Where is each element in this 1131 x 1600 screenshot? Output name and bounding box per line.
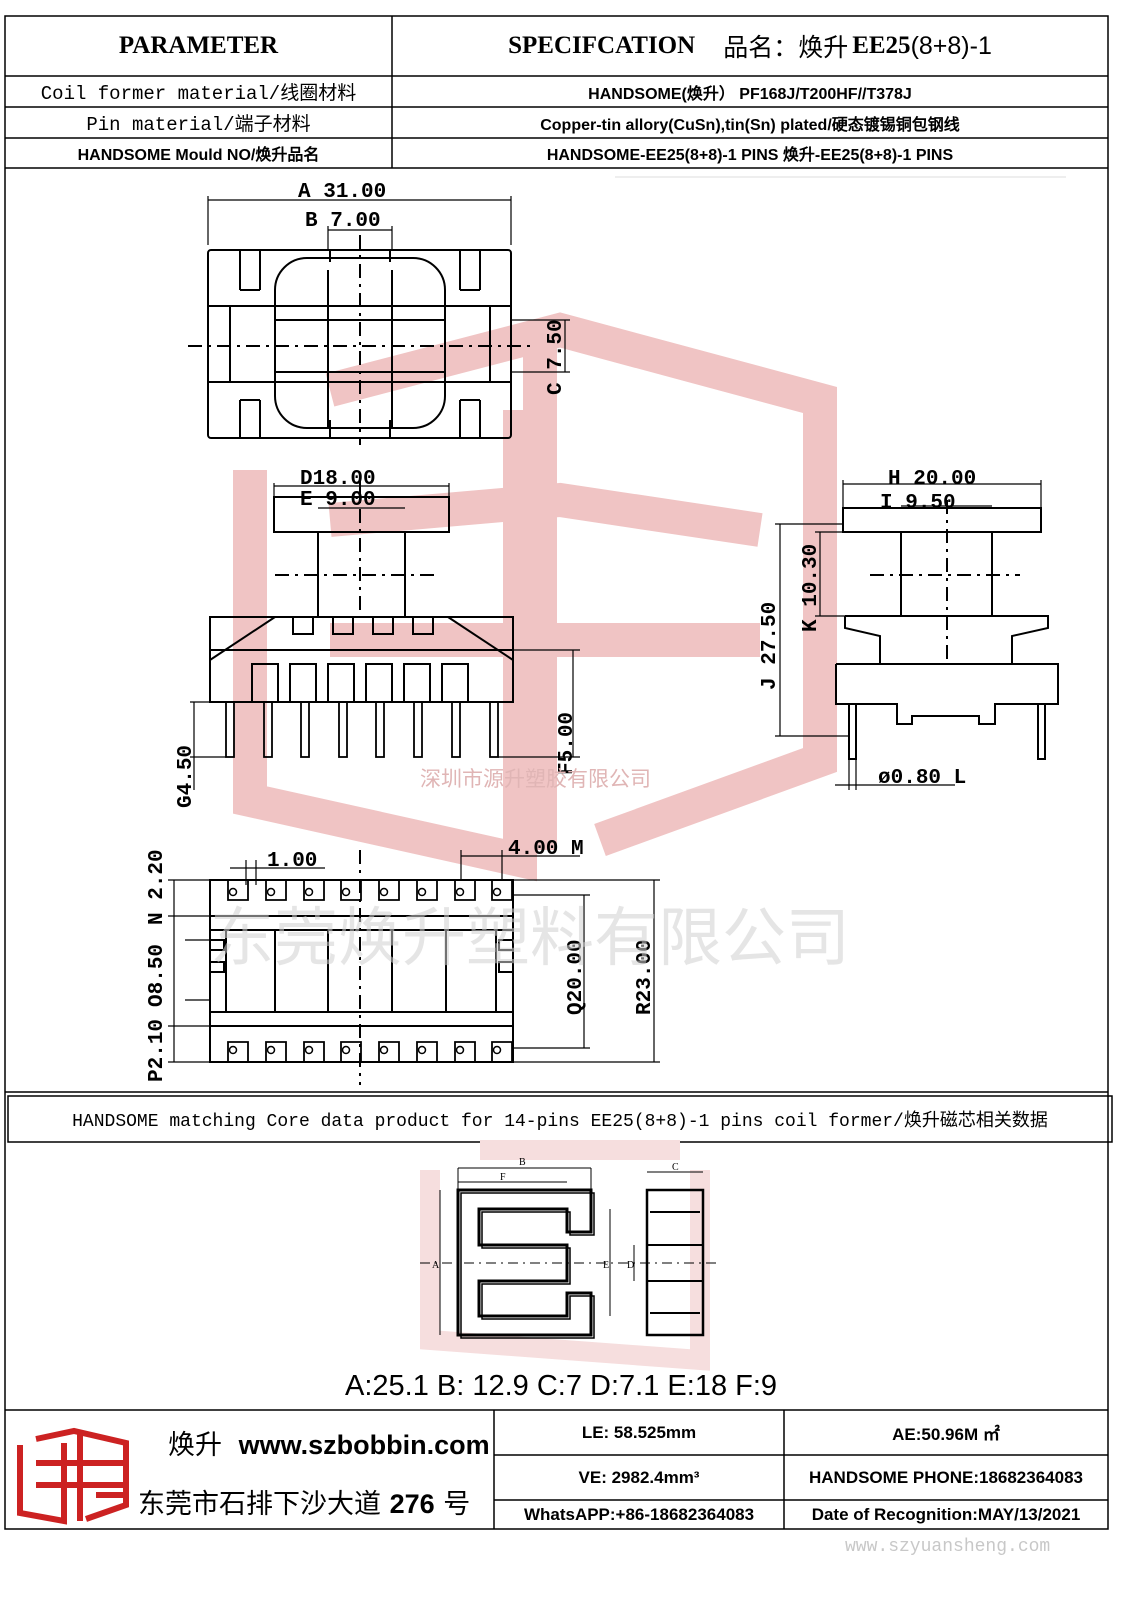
le-value: LE: 58.525mm (581, 1422, 697, 1442)
dim-label-i: I 9.50 (880, 492, 956, 515)
watermark-company-large: 东莞焕升塑料有限公司 (210, 902, 850, 976)
dim-label-l: ø0.80 L (878, 767, 966, 790)
date-value: Date of Recognition:MAY/13/2021 (811, 1504, 1081, 1524)
dim-label-a: A 31.00 (298, 181, 386, 204)
dim-label-j: J 27.50 (759, 602, 782, 690)
pin-slots-bottom (227, 1041, 513, 1062)
whatsapp-value: WhatsAPP:+86-18682364083 (523, 1504, 755, 1524)
dim-label-r: R23.00 (634, 939, 657, 1015)
core-label-c: C (672, 1162, 679, 1173)
phone-value: HANDSOME PHONE:18682364083 (808, 1467, 1083, 1487)
dim-label-f: F5.00 (556, 712, 579, 775)
dim-label-g: G4.50 (175, 745, 198, 808)
row-value-coil: HANDSOME(焕升） PF168J/T200HF//T378J (588, 85, 912, 103)
row-label-pin: Pin material/端子材料 (86, 114, 311, 136)
product-name-label: 品名：焕升 (723, 33, 849, 62)
core-label-f: F (500, 1172, 506, 1183)
core-label-d: D (627, 1260, 634, 1271)
core-section-title: HANDSOME matching Core data product for … (72, 1112, 1048, 1132)
specification-heading: SPECIFCATION 品名：焕升 EE25 (8+8)-1 (392, 16, 1108, 76)
footer-brand: 焕升 www.szbobbin.com (168, 1423, 490, 1462)
parameter-heading: PARAMETER (118, 32, 279, 59)
core-label-e: E (603, 1260, 609, 1271)
product-suffix: (8+8)-1 (910, 31, 992, 60)
ae-value: AE:50.96M ㎡ (892, 1425, 1000, 1444)
dim-label-h: H 20.00 (888, 468, 976, 491)
dim-label-o: O8.50 (146, 944, 169, 1007)
pin-holes (228, 887, 502, 1055)
dim-label-q: Q20.00 (565, 939, 588, 1015)
row-label-mould: HANDSOME Mould NO/焕升品名 (77, 147, 320, 164)
dim-label-n: N 2.20 (146, 849, 169, 925)
dim-label-b: B 7.00 (305, 210, 381, 233)
product-model: EE25 (852, 32, 911, 59)
row-value-pin: Copper-tin allory(CuSn),tin(Sn) plated/硬… (540, 116, 960, 134)
core-label-b: B (519, 1157, 526, 1168)
core-label-a: A (432, 1260, 440, 1271)
dim-label-e: E 9.00 (300, 489, 376, 512)
footer-address: 东莞市石排下沙大道 276 号 (138, 1489, 471, 1520)
ve-value: VE: 2982.4mm³ (578, 1467, 700, 1487)
dim-label-pitch: 1.00 (267, 850, 317, 873)
row-value-mould: HANDSOME-EE25(8+8)-1 PINS 焕升-EE25(8+8)-1… (546, 147, 954, 164)
pin-slots-top (227, 880, 513, 901)
core-values: A:25.1 B: 12.9 C:7 D:7.1 E:18 F:9 (345, 1370, 778, 1402)
dim-label-k: K 10.30 (800, 544, 823, 632)
spec-label: SPECIFCATION (508, 32, 696, 59)
dim-label-m: 4.00 M (508, 838, 584, 861)
watermark-company-small: 深圳市源升塑胶有限公司 (420, 767, 651, 791)
dim-label-p: P2.10 (146, 1019, 169, 1082)
website-link[interactable]: www.szbobbin.com (238, 1430, 490, 1460)
dim-label-c: C 7.50 (545, 319, 568, 395)
row-label-coil: Coil former material/线圈材料 (40, 83, 357, 105)
brand-name: 焕升 (168, 1430, 222, 1461)
watermark-url: www.szyuansheng.com (845, 1537, 1051, 1557)
company-logo (17, 1427, 129, 1525)
dim-label-d: D18.00 (300, 468, 376, 491)
